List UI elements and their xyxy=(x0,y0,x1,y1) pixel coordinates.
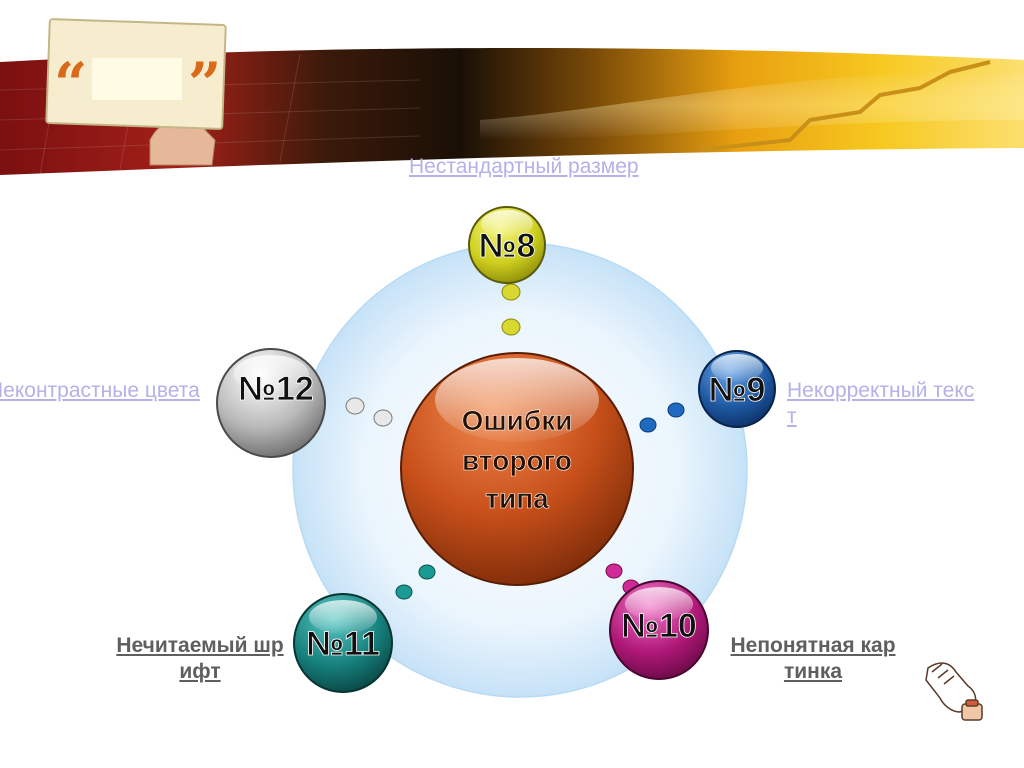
caption-n9[interactable]: Некорректный текст xyxy=(787,378,979,430)
center-title-line3: типа xyxy=(485,483,549,514)
node-n12-label: №12 xyxy=(238,370,314,408)
node-n12: №12 xyxy=(217,349,325,457)
center-node: Ошибки второго типа xyxy=(401,353,633,585)
caption-n10[interactable]: Непонятная картинка xyxy=(730,633,896,685)
caption-n11[interactable]: Нечитаемый шрифт xyxy=(112,633,288,685)
pointing-hand-icon xyxy=(926,663,982,720)
node-n8: №8 xyxy=(469,207,545,283)
caption-n8[interactable]: Нестандартный размер xyxy=(409,154,641,180)
caption-n12[interactable]: Неконтрастные цвета xyxy=(0,378,210,404)
center-title-line1: Ошибки xyxy=(462,405,573,436)
center-title-line2: второго xyxy=(462,445,572,476)
node-n9: №9 xyxy=(699,351,775,427)
node-n11: №11 xyxy=(294,594,392,692)
node-n8-label: №8 xyxy=(479,227,536,265)
node-n10-label: №10 xyxy=(621,607,697,645)
node-n11-label: №11 xyxy=(306,625,380,663)
node-n10: №10 xyxy=(610,581,708,679)
node-n9-label: №9 xyxy=(709,371,766,409)
